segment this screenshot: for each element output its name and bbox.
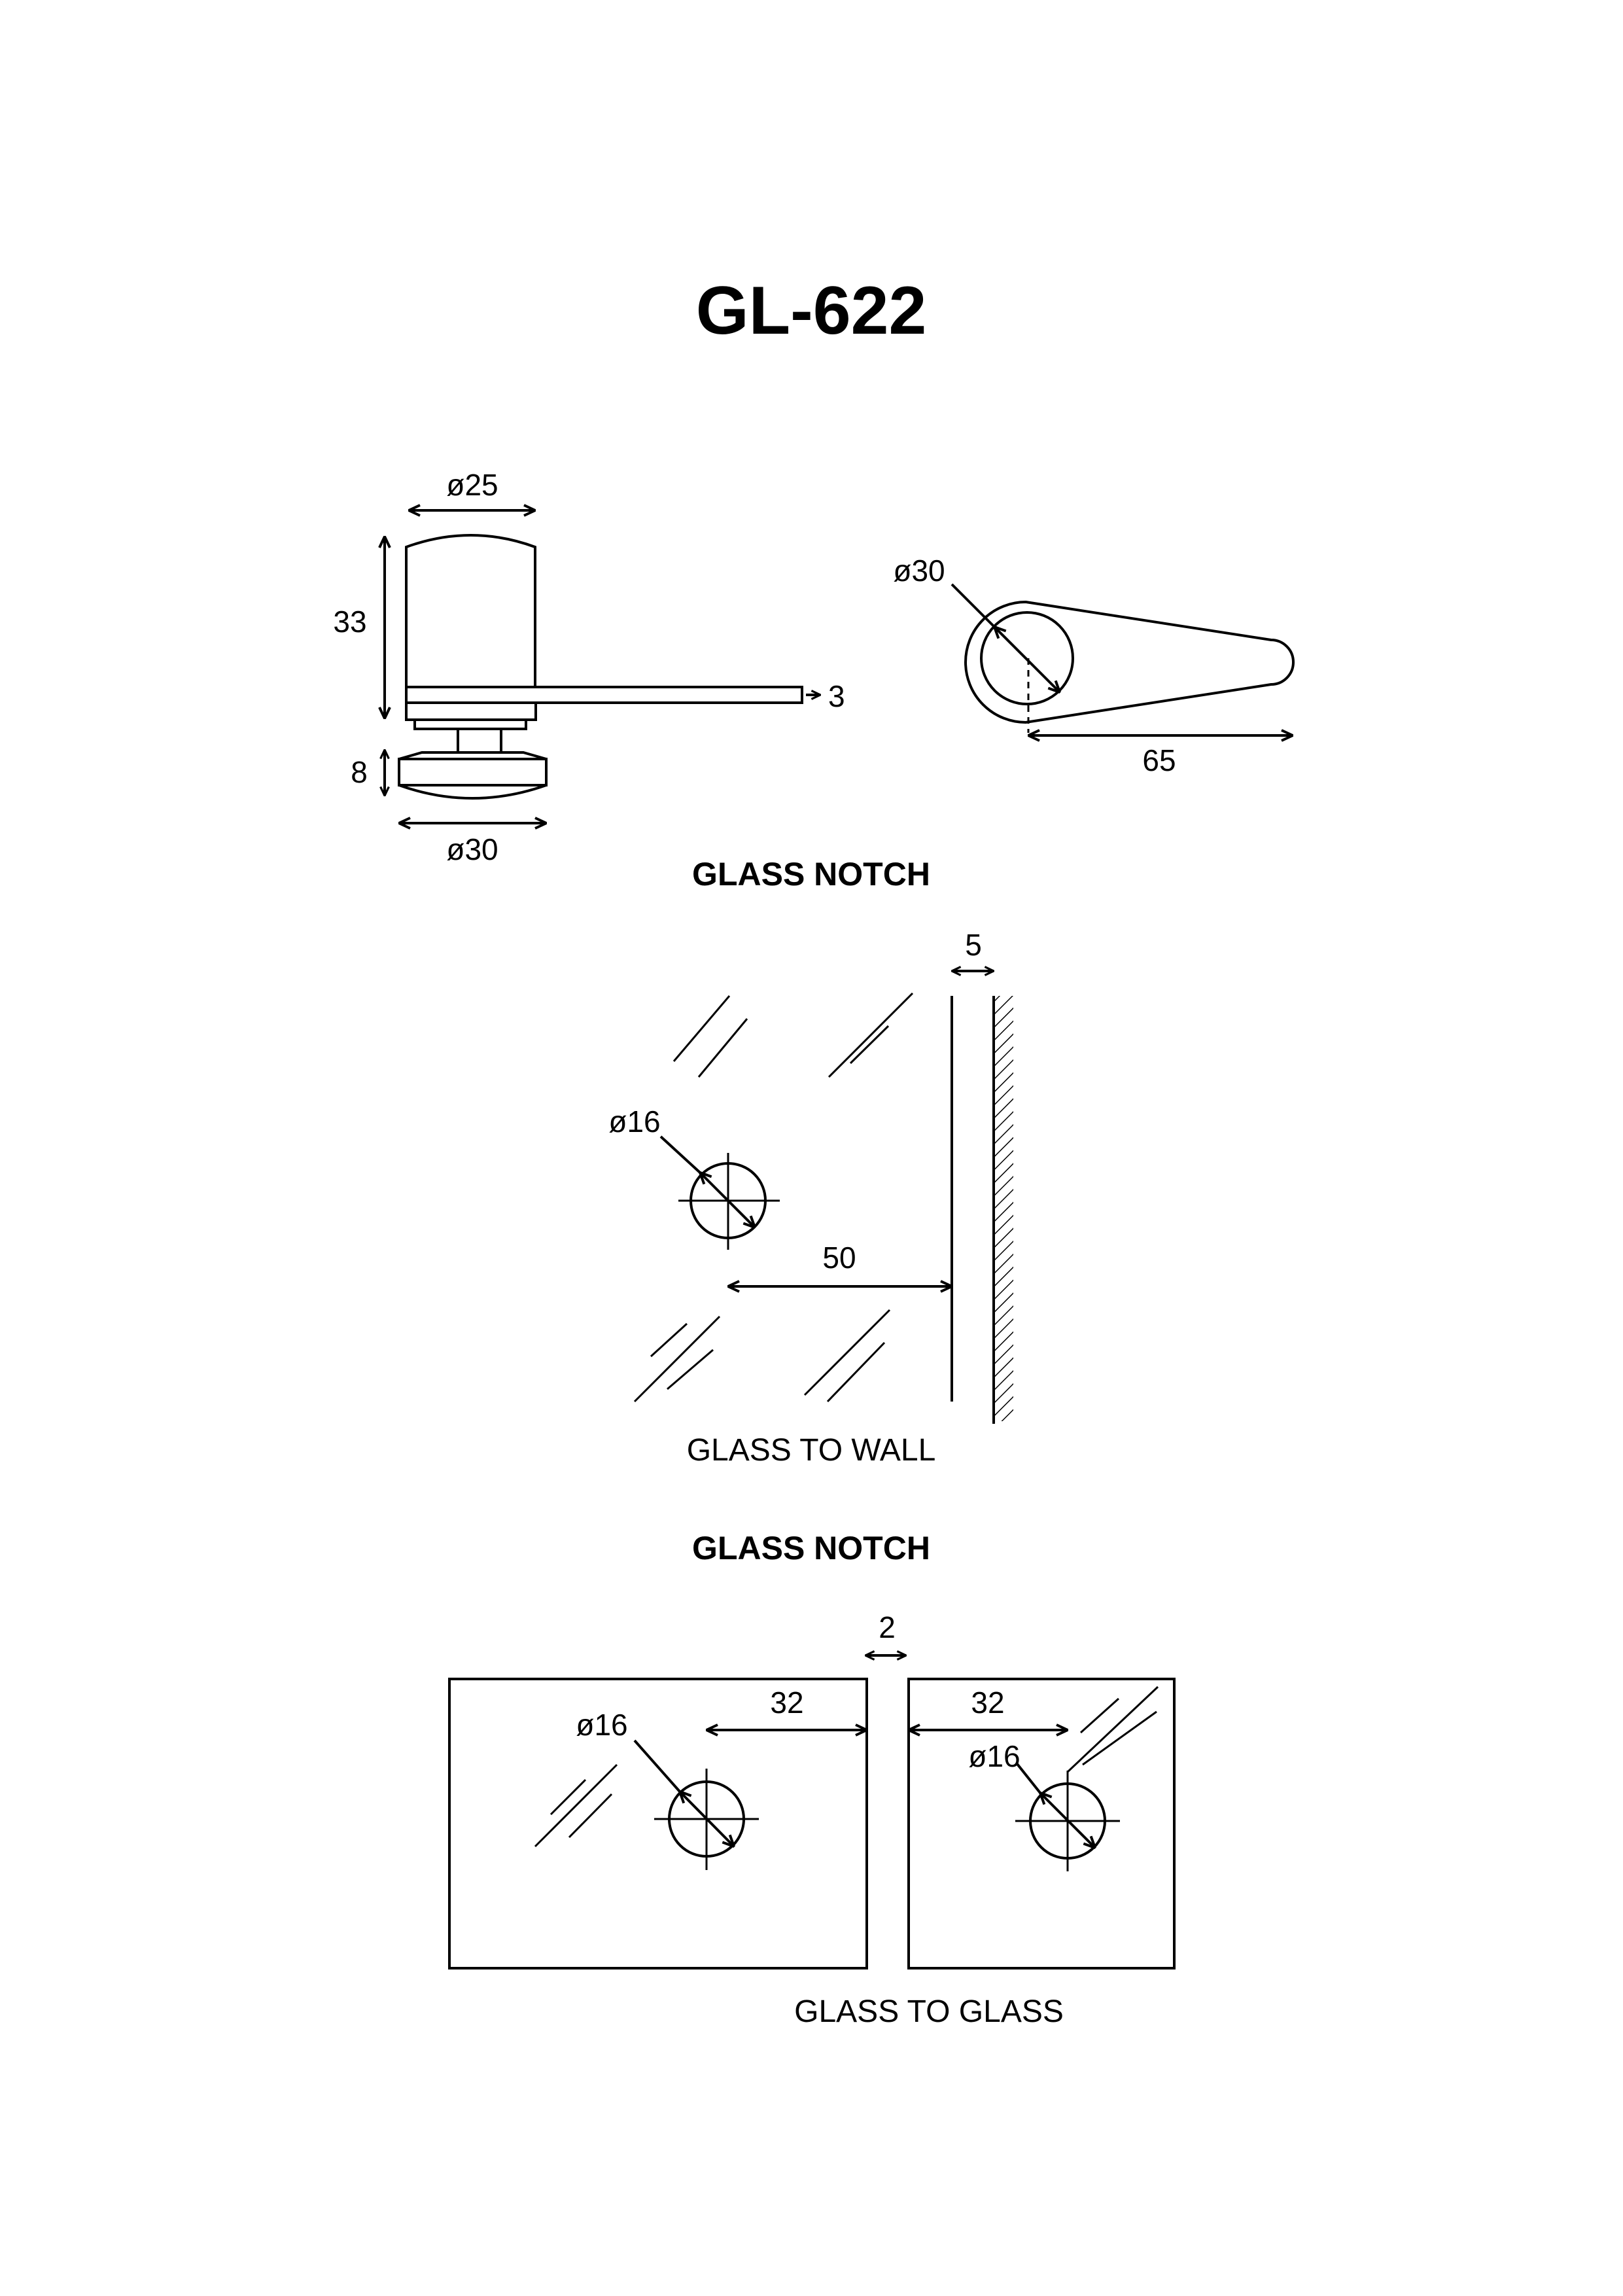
right-dim-hole-diameter: ø16 [968, 1739, 1020, 1773]
left-dim-hole-leader [633, 1739, 681, 1793]
glass-to-glass-heading: GLASS NOTCH [692, 1530, 930, 1566]
dim-plan-diameter-arrow [994, 627, 1060, 692]
arm-plate [405, 686, 803, 704]
left-dim-offset: 32 [770, 1686, 803, 1720]
base-washer [398, 751, 548, 800]
left-dim-hole-diameter: ø16 [576, 1708, 627, 1742]
dim-hole-leader [659, 1135, 701, 1174]
dim-hole-diameter: ø16 [608, 1104, 660, 1139]
left-glass-panel [448, 1678, 868, 1969]
wall-hatch [994, 996, 1013, 1421]
glass-to-wall-caption: GLASS TO WALL [687, 1433, 936, 1468]
right-dim-offset: 32 [971, 1686, 1004, 1720]
dim-base-diameter: ø30 [446, 832, 498, 866]
glass-to-wall-diagram: 5 ø16 50 [608, 928, 1013, 1424]
left-dim-hole-arrow [680, 1792, 734, 1846]
fitting-side-view: ø25 33 3 8 ø30 [333, 468, 845, 866]
right-dim-hole-leader [1016, 1763, 1041, 1794]
dim-gap: 5 [965, 928, 982, 962]
dim-plate-thickness: 3 [828, 679, 845, 713]
glass-to-glass-diagram: 2 ø16 32 ø16 [448, 1610, 1176, 1969]
dim-plan-length: 65 [1142, 743, 1176, 777]
stem [457, 728, 502, 754]
dim-gap-2: 2 [879, 1610, 896, 1644]
left-panel-reflection-marks [534, 1763, 618, 1848]
dim-height: 33 [333, 605, 366, 639]
dim-plan-diameter: ø30 [893, 554, 945, 588]
glass-reflection-marks [633, 992, 914, 1403]
under-plate [405, 701, 537, 721]
fitting-plan-view: ø30 65 [893, 554, 1295, 777]
dim-top-diameter: ø25 [446, 468, 498, 502]
right-glass-panel [907, 1678, 1176, 1969]
dim-base-height: 8 [351, 755, 368, 789]
dim-offset: 50 [822, 1241, 856, 1275]
glass-to-glass-caption: GLASS TO GLASS [794, 1994, 1064, 2029]
cylinder-body [405, 534, 536, 687]
glass-to-wall-heading: GLASS NOTCH [692, 856, 930, 892]
dim-hole-arrow [700, 1173, 755, 1227]
arm-outline [964, 600, 1295, 724]
hub-circle [980, 611, 1074, 705]
collar [413, 718, 527, 730]
dim-plan-diameter-leader [951, 583, 996, 628]
page-title: GL-622 [696, 273, 927, 349]
right-panel-reflection-marks [1066, 1686, 1159, 1773]
right-dim-hole-arrow [1040, 1793, 1095, 1848]
